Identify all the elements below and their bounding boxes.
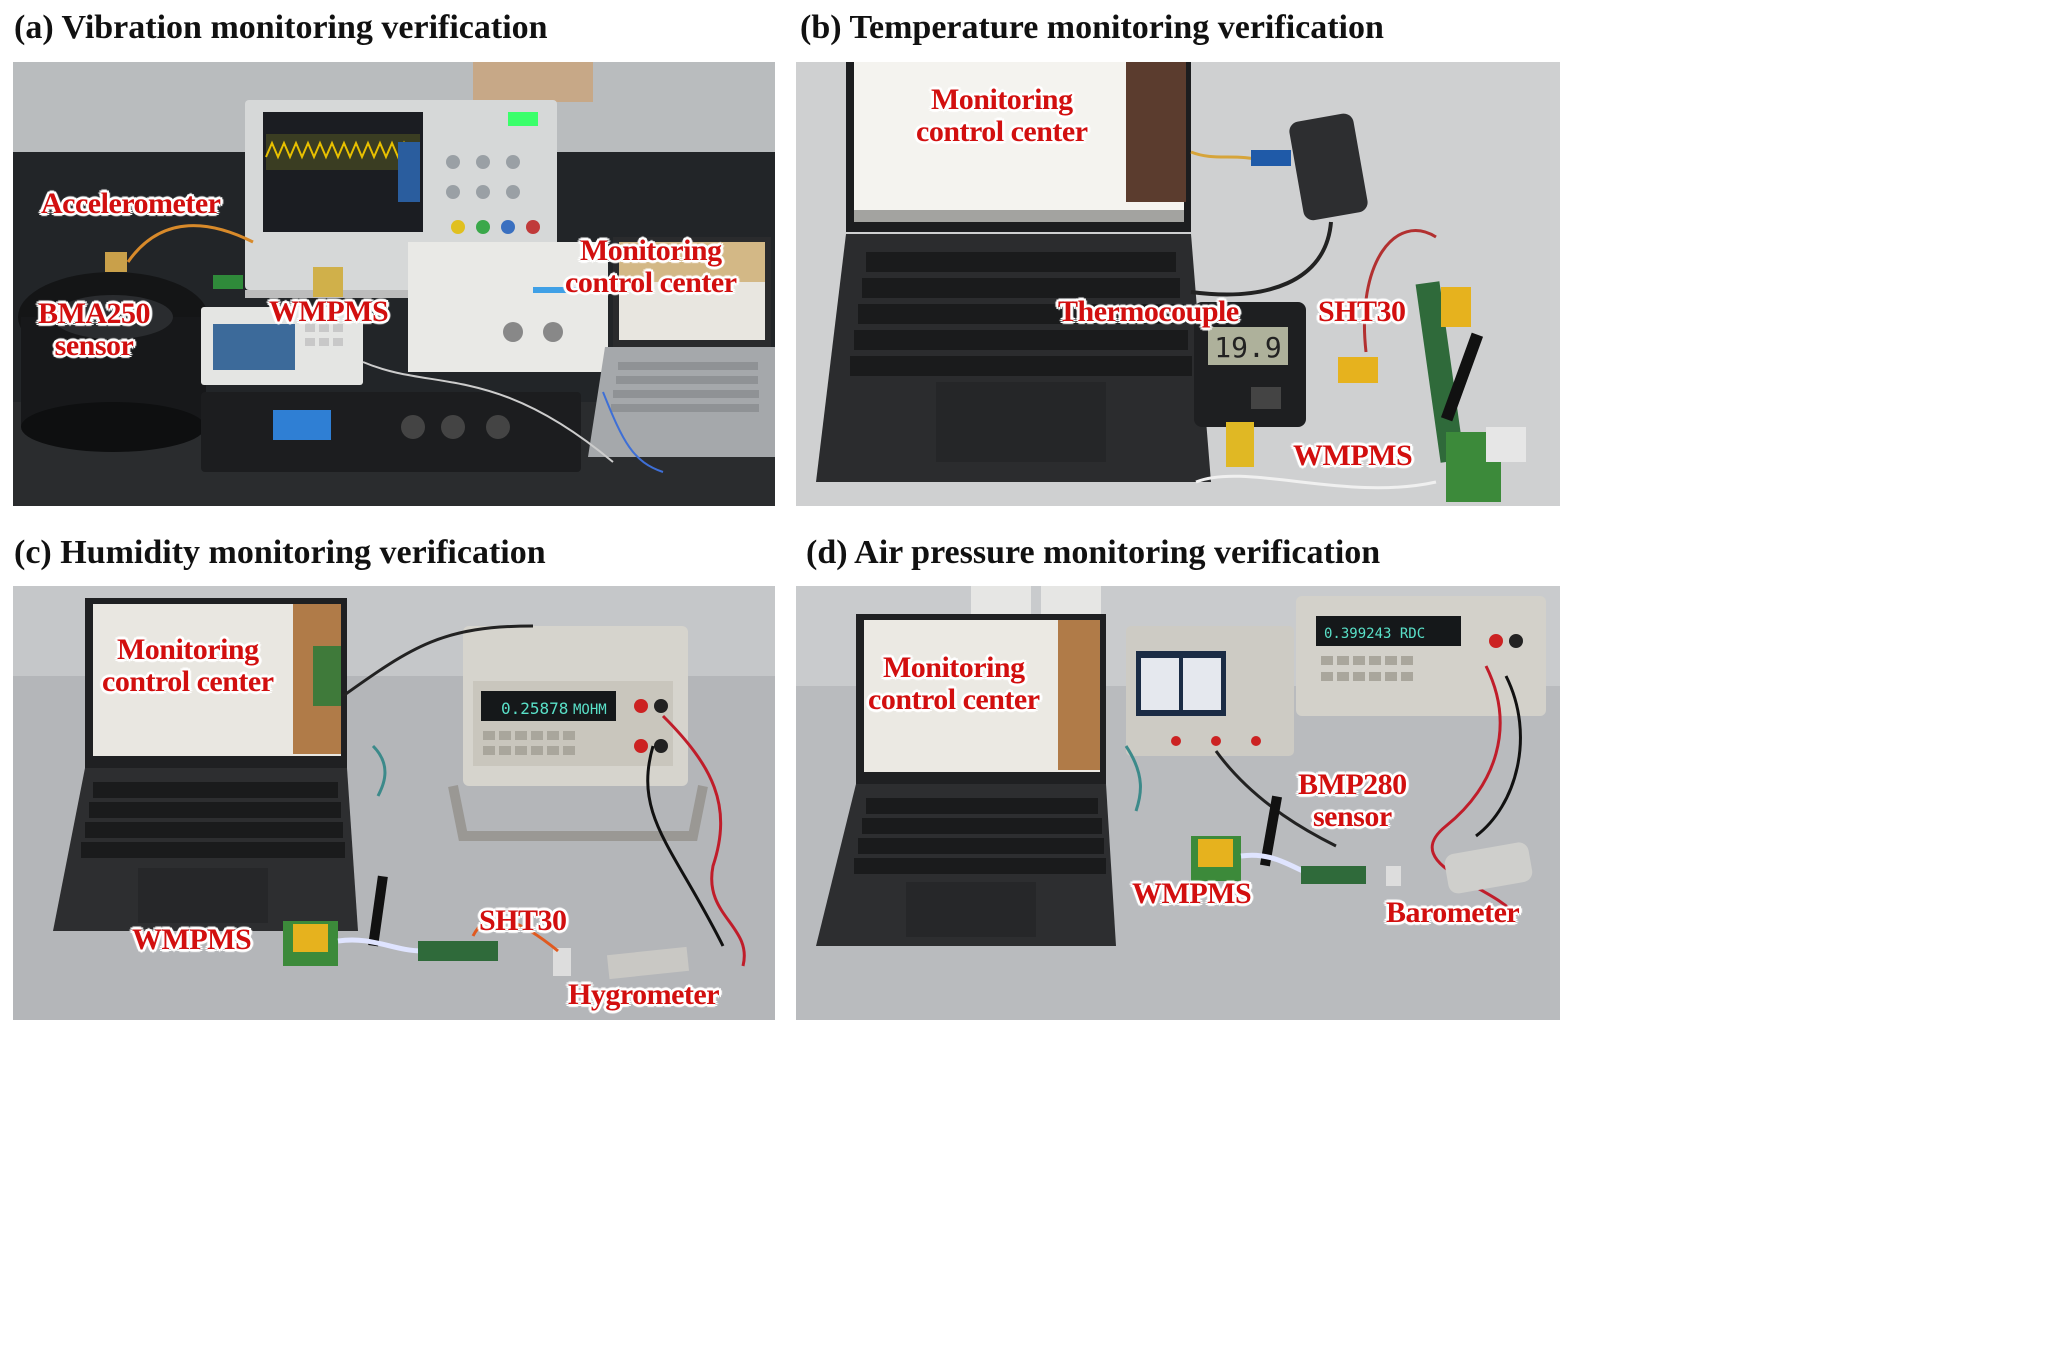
vibration-setup-image <box>13 62 775 506</box>
label-barometer: Barometer <box>1386 896 1520 929</box>
label-sht30: SHT30 <box>1318 295 1406 328</box>
label-monitoring-control-center: Monitoring control center <box>102 633 274 698</box>
panel-d-photo: 0.399243 RDC Monitoring control center B… <box>796 586 1560 1020</box>
panel-b-photo: 19.9 Monitoring control center Thermocou… <box>796 62 1560 506</box>
label-wmpms: WMPMS <box>1132 877 1252 910</box>
label-sht30: SHT30 <box>479 904 567 937</box>
label-monitoring-control-center: Monitoring control center <box>916 83 1088 148</box>
label-monitoring-control-center: Monitoring control center <box>565 234 737 299</box>
label-accelerometer: Accelerometer <box>41 187 221 220</box>
label-thermocouple: Thermocouple <box>1058 295 1239 328</box>
panel-a-title: (a) Vibration monitoring verification <box>14 9 548 46</box>
label-bmp280-sensor: BMP280 sensor <box>1298 768 1407 833</box>
meter-reading: 0.25878 <box>501 699 568 718</box>
panel-b-title: (b) Temperature monitoring verification <box>800 9 1384 46</box>
humidity-setup-image: 0.25878 MOHM <box>13 586 775 1020</box>
label-wmpms: WMPMS <box>269 295 389 328</box>
panel-c-title: (c) Humidity monitoring verification <box>14 534 546 571</box>
label-hygrometer: Hygrometer <box>568 978 720 1011</box>
label-wmpms: WMPMS <box>1293 439 1413 472</box>
panel-a-photo: Accelerometer BMA250 sensor WMPMS Monito… <box>13 62 775 506</box>
air-pressure-setup-image: 0.399243 RDC <box>796 586 1560 1020</box>
panel-c-photo: 0.25878 MOHM Monitoring control center W… <box>13 586 775 1020</box>
label-bma250-sensor: BMA250 sensor <box>38 297 151 362</box>
label-wmpms: WMPMS <box>132 923 252 956</box>
meter-reading: 0.399243 RDC <box>1324 626 1425 642</box>
meter-unit: MOHM <box>573 702 607 718</box>
temperature-setup-image: 19.9 <box>796 62 1560 506</box>
label-monitoring-control-center: Monitoring control center <box>868 651 1040 716</box>
thermometer-reading: 19.9 <box>1214 331 1281 364</box>
panel-d-title: (d) Air pressure monitoring verification <box>806 534 1381 571</box>
